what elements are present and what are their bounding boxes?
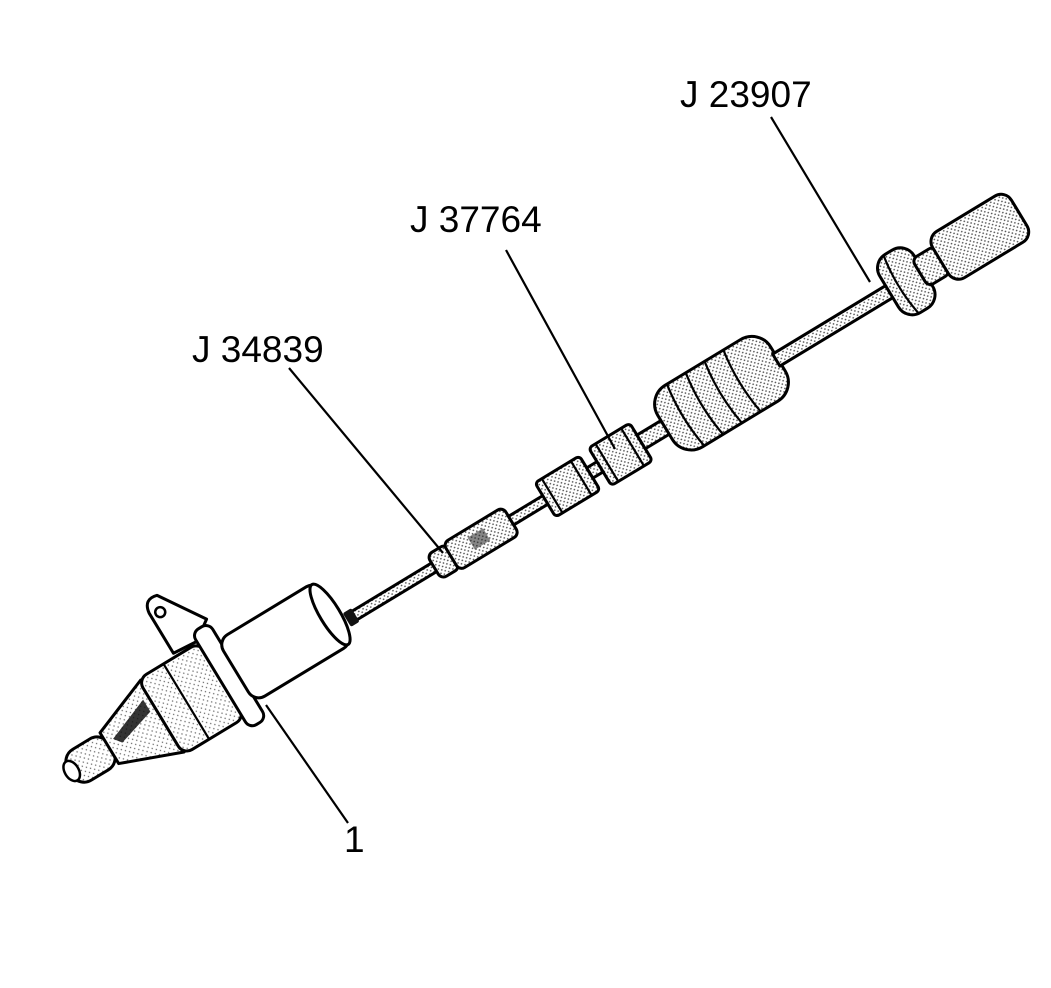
tool-shaft-assembly — [343, 192, 1031, 627]
remover-rod — [347, 559, 442, 623]
leader-j34839 — [288, 367, 444, 554]
knurl-patch — [467, 528, 491, 550]
leader-j37764 — [505, 249, 616, 450]
leader-part-1 — [265, 704, 349, 824]
label-j23907: J 23907 — [680, 74, 812, 115]
nozzle-opening — [62, 759, 82, 783]
leader-j23907 — [770, 116, 871, 283]
bracket-hole — [153, 605, 167, 619]
injector-body-icon — [62, 582, 352, 784]
slide-hammer-handle-icon — [929, 192, 1031, 281]
taper-shadow — [113, 699, 151, 743]
label-j34839: J 34839 — [192, 329, 324, 370]
slide-hammer-shaft — [771, 281, 900, 368]
label-j37764: J 37764 — [410, 199, 542, 240]
tube-end — [308, 582, 352, 647]
remover-tip — [343, 608, 359, 627]
label-part-1: 1 — [344, 819, 365, 860]
